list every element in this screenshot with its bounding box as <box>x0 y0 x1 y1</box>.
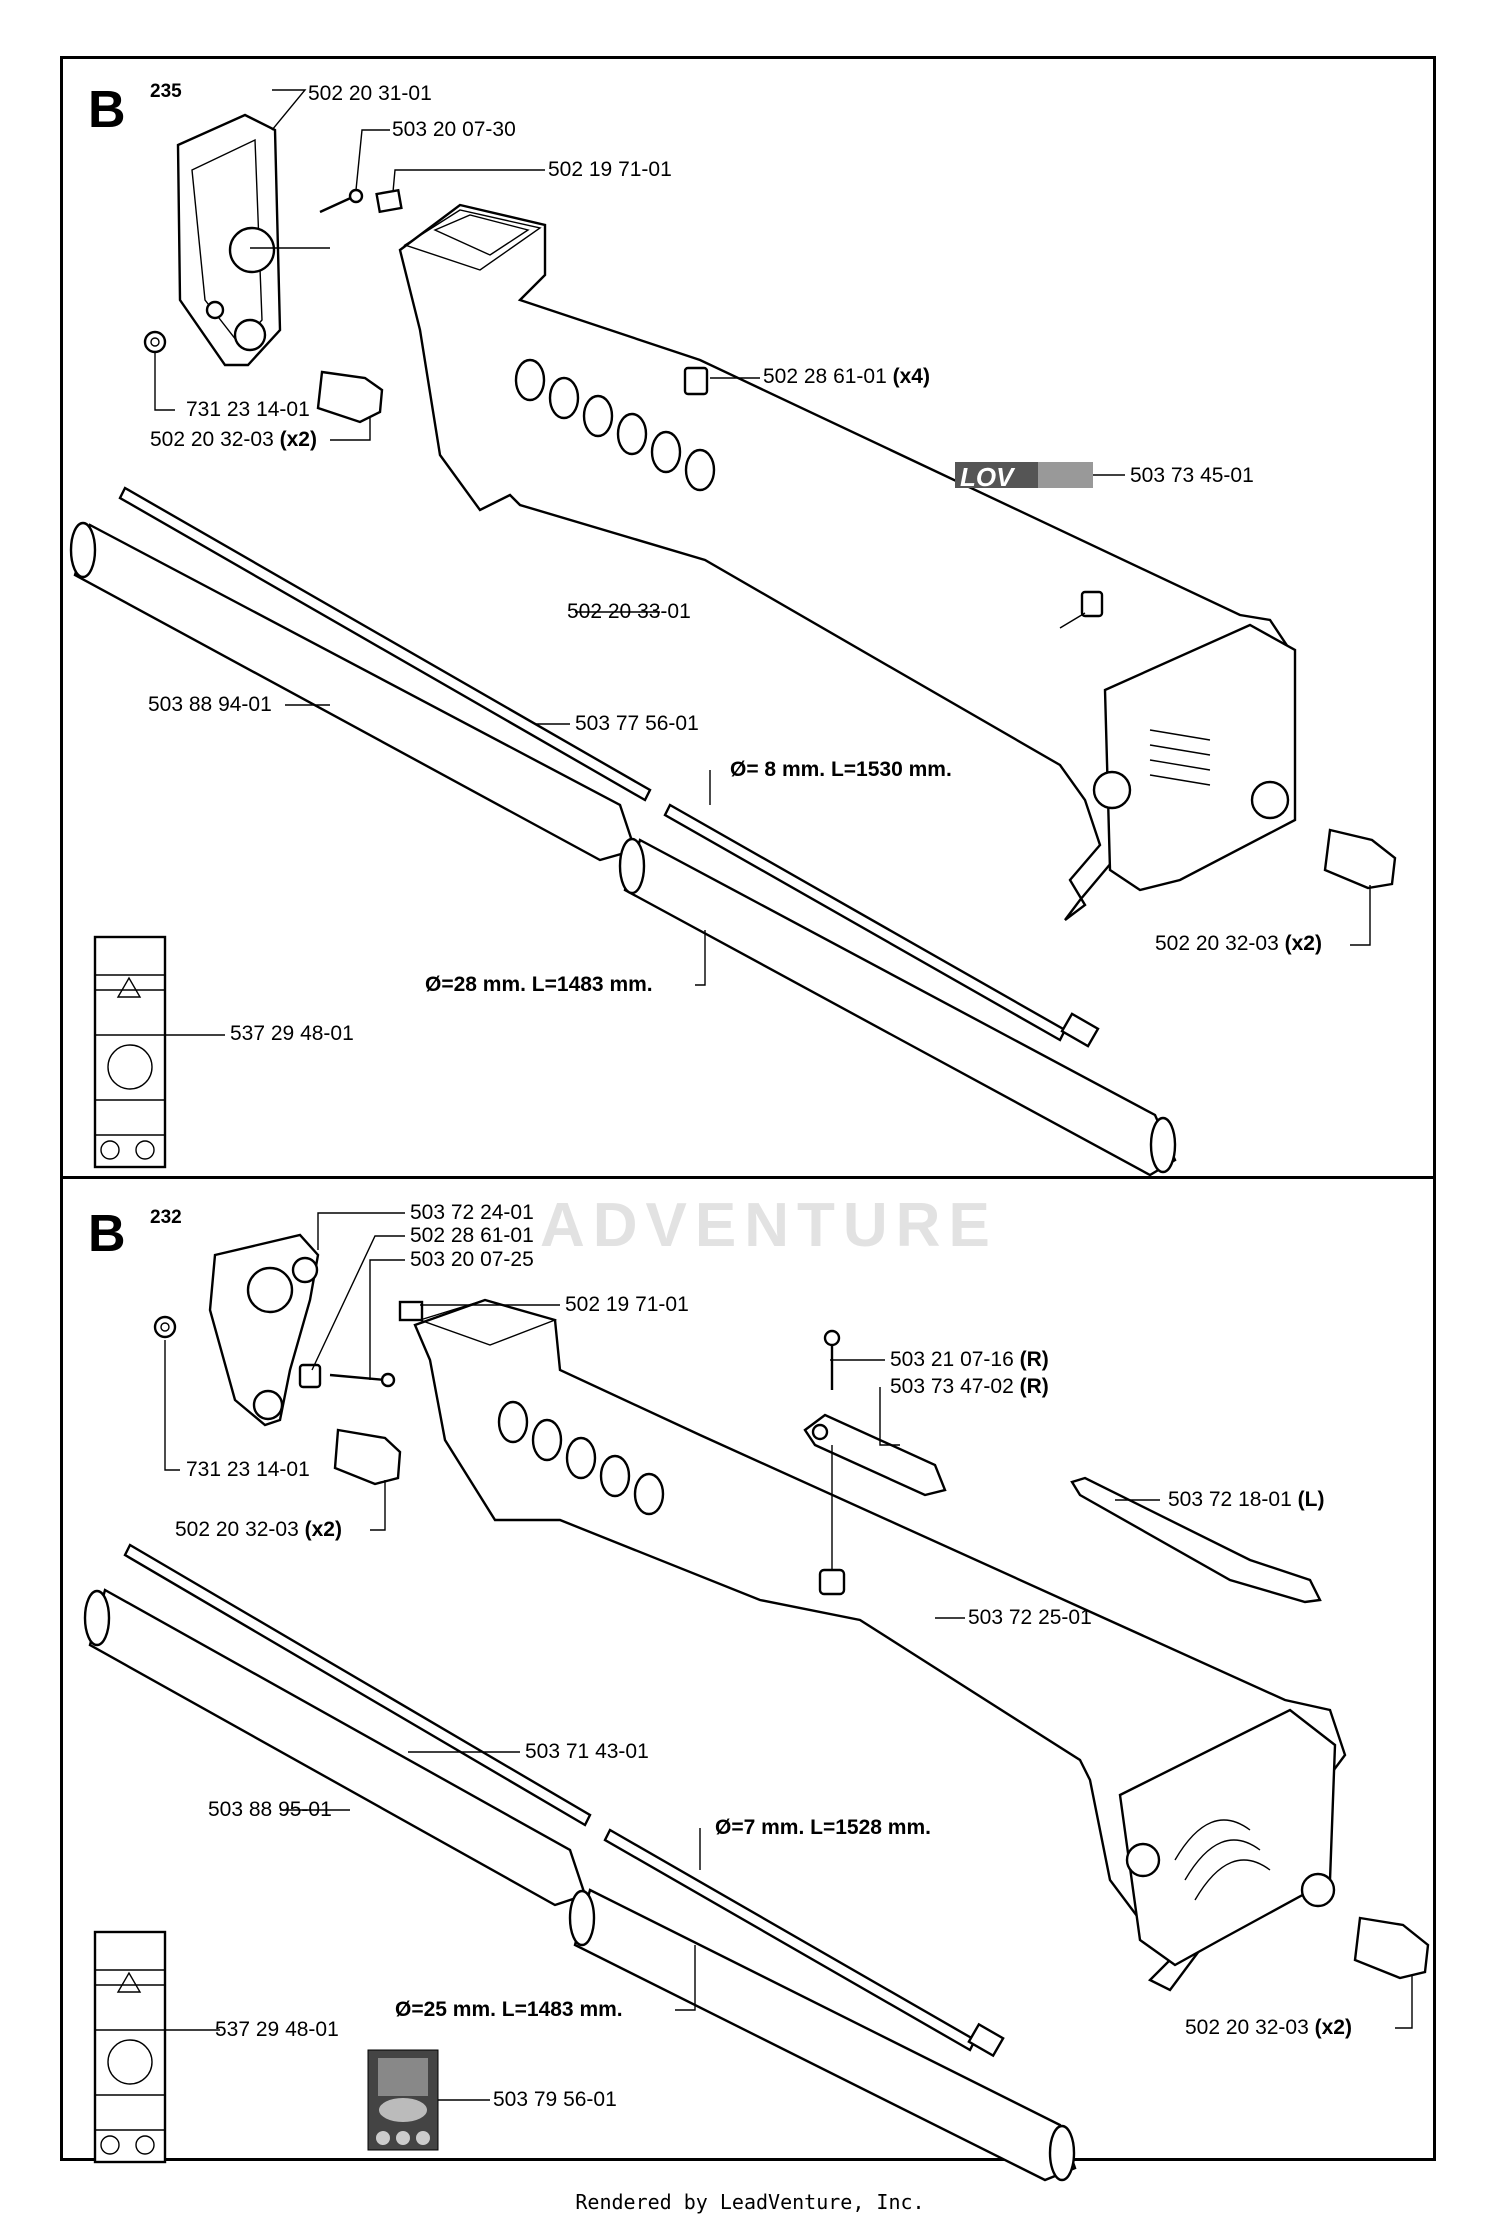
model-number: 235 <box>150 81 182 102</box>
shaft-tube-icon <box>69 521 1177 1177</box>
model-number: 232 <box>150 1207 182 1228</box>
part-label: 503 20 07-30 <box>392 118 516 141</box>
screw-icon <box>823 1329 841 1390</box>
leader-lines <box>154 89 1371 1036</box>
dimension-label: Ø=7 mm. L=1528 mm. <box>715 1816 931 1839</box>
part-label: 503 79 56-01 <box>493 2088 617 2111</box>
part-label: 503 21 07-16 (R) <box>890 1348 1049 1371</box>
part-label: 503 72 24-01 <box>410 1201 534 1224</box>
screw-icon <box>319 188 364 214</box>
part-label: 502 19 71-01 <box>565 1293 689 1316</box>
part-label: 503 20 07-25 <box>410 1248 534 1271</box>
cable-clip-icon <box>683 366 709 396</box>
spool-sticker-icon <box>367 2049 439 2151</box>
stop-switch-icon <box>818 1568 846 1596</box>
part-label: 731 23 14-01 <box>186 398 310 421</box>
watermark: ADVENTURE <box>540 1191 998 1260</box>
section-letter: B <box>88 81 126 139</box>
part-label: 502 20 33-01 <box>567 600 691 623</box>
dimension-label: Ø= 8 mm. L=1530 mm. <box>730 758 952 781</box>
drive-shaft-icon <box>123 1543 1005 2058</box>
warning-decal-icon <box>93 1930 167 2164</box>
part-label: 502 28 61-01 <box>410 1224 534 1247</box>
nut-icon <box>398 1300 424 1322</box>
part-label: 502 20 31-01 <box>308 82 432 105</box>
dimension-label: Ø=25 mm. L=1483 mm. <box>395 1998 623 2021</box>
switch-holder-icon <box>803 1413 947 1497</box>
handle-bracket-icon <box>176 113 282 367</box>
part-label: 503 77 56-01 <box>575 712 699 735</box>
part-label: 503 88 94-01 <box>148 693 272 716</box>
lov-logo-icon: LOV <box>955 462 1093 492</box>
hex-nut-icon <box>153 1315 177 1339</box>
cable-clip-icon <box>1080 590 1104 618</box>
part-label: 503 72 25-01 <box>968 1606 1092 1629</box>
part-label: 503 72 18-01 (L) <box>1168 1488 1325 1511</box>
dimension-label: Ø=28 mm. L=1483 mm. <box>425 973 653 996</box>
cable-clip-icon <box>298 1363 322 1389</box>
part-label: 502 20 32-03 (x2) <box>1185 2016 1352 2039</box>
part-label: 537 29 48-01 <box>230 1022 354 1045</box>
grip-cap-icon <box>316 370 384 424</box>
grip-cap-icon <box>1323 828 1397 890</box>
part-label: 731 23 14-01 <box>186 1458 310 1481</box>
part-label: 502 20 32-03 (x2) <box>1155 932 1322 955</box>
part-label: 502 28 61-01 (x4) <box>763 365 930 388</box>
part-label: 503 71 43-01 <box>525 1740 649 1763</box>
nut-icon <box>375 188 403 214</box>
panel-model-232 <box>60 1176 1436 2161</box>
grip-cap-icon <box>333 1428 402 1486</box>
handle-bracket-icon <box>208 1233 320 1427</box>
warning-decal-icon <box>93 935 167 1169</box>
leader-lines <box>164 1212 1413 2101</box>
shaft-housing-icon <box>398 203 1297 921</box>
part-label: 502 20 32-03 (x2) <box>175 1518 342 1541</box>
drive-shaft-icon <box>118 486 1100 1048</box>
footer-credit: Rendered by LeadVenture, Inc. <box>575 2190 925 2214</box>
shaft-tube-icon <box>83 1588 1077 2182</box>
part-label: 503 73 45-01 <box>1130 464 1254 487</box>
screw-icon <box>329 1372 396 1388</box>
shaft-housing-icon <box>413 1298 1347 1992</box>
switch-lever-icon <box>1070 1476 1322 1604</box>
part-label: 503 73 47-02 (R) <box>890 1375 1049 1398</box>
part-label: 503 88 95-01 <box>208 1798 332 1821</box>
svg-text:LOV: LOV <box>960 462 1016 492</box>
section-letter: B <box>88 1205 126 1263</box>
hex-nut-icon <box>143 330 167 354</box>
grip-cap-icon <box>1353 1916 1430 1980</box>
part-label: 502 19 71-01 <box>548 158 672 181</box>
part-label: 502 20 32-03 (x2) <box>150 428 317 451</box>
part-label: 537 29 48-01 <box>215 2018 339 2041</box>
